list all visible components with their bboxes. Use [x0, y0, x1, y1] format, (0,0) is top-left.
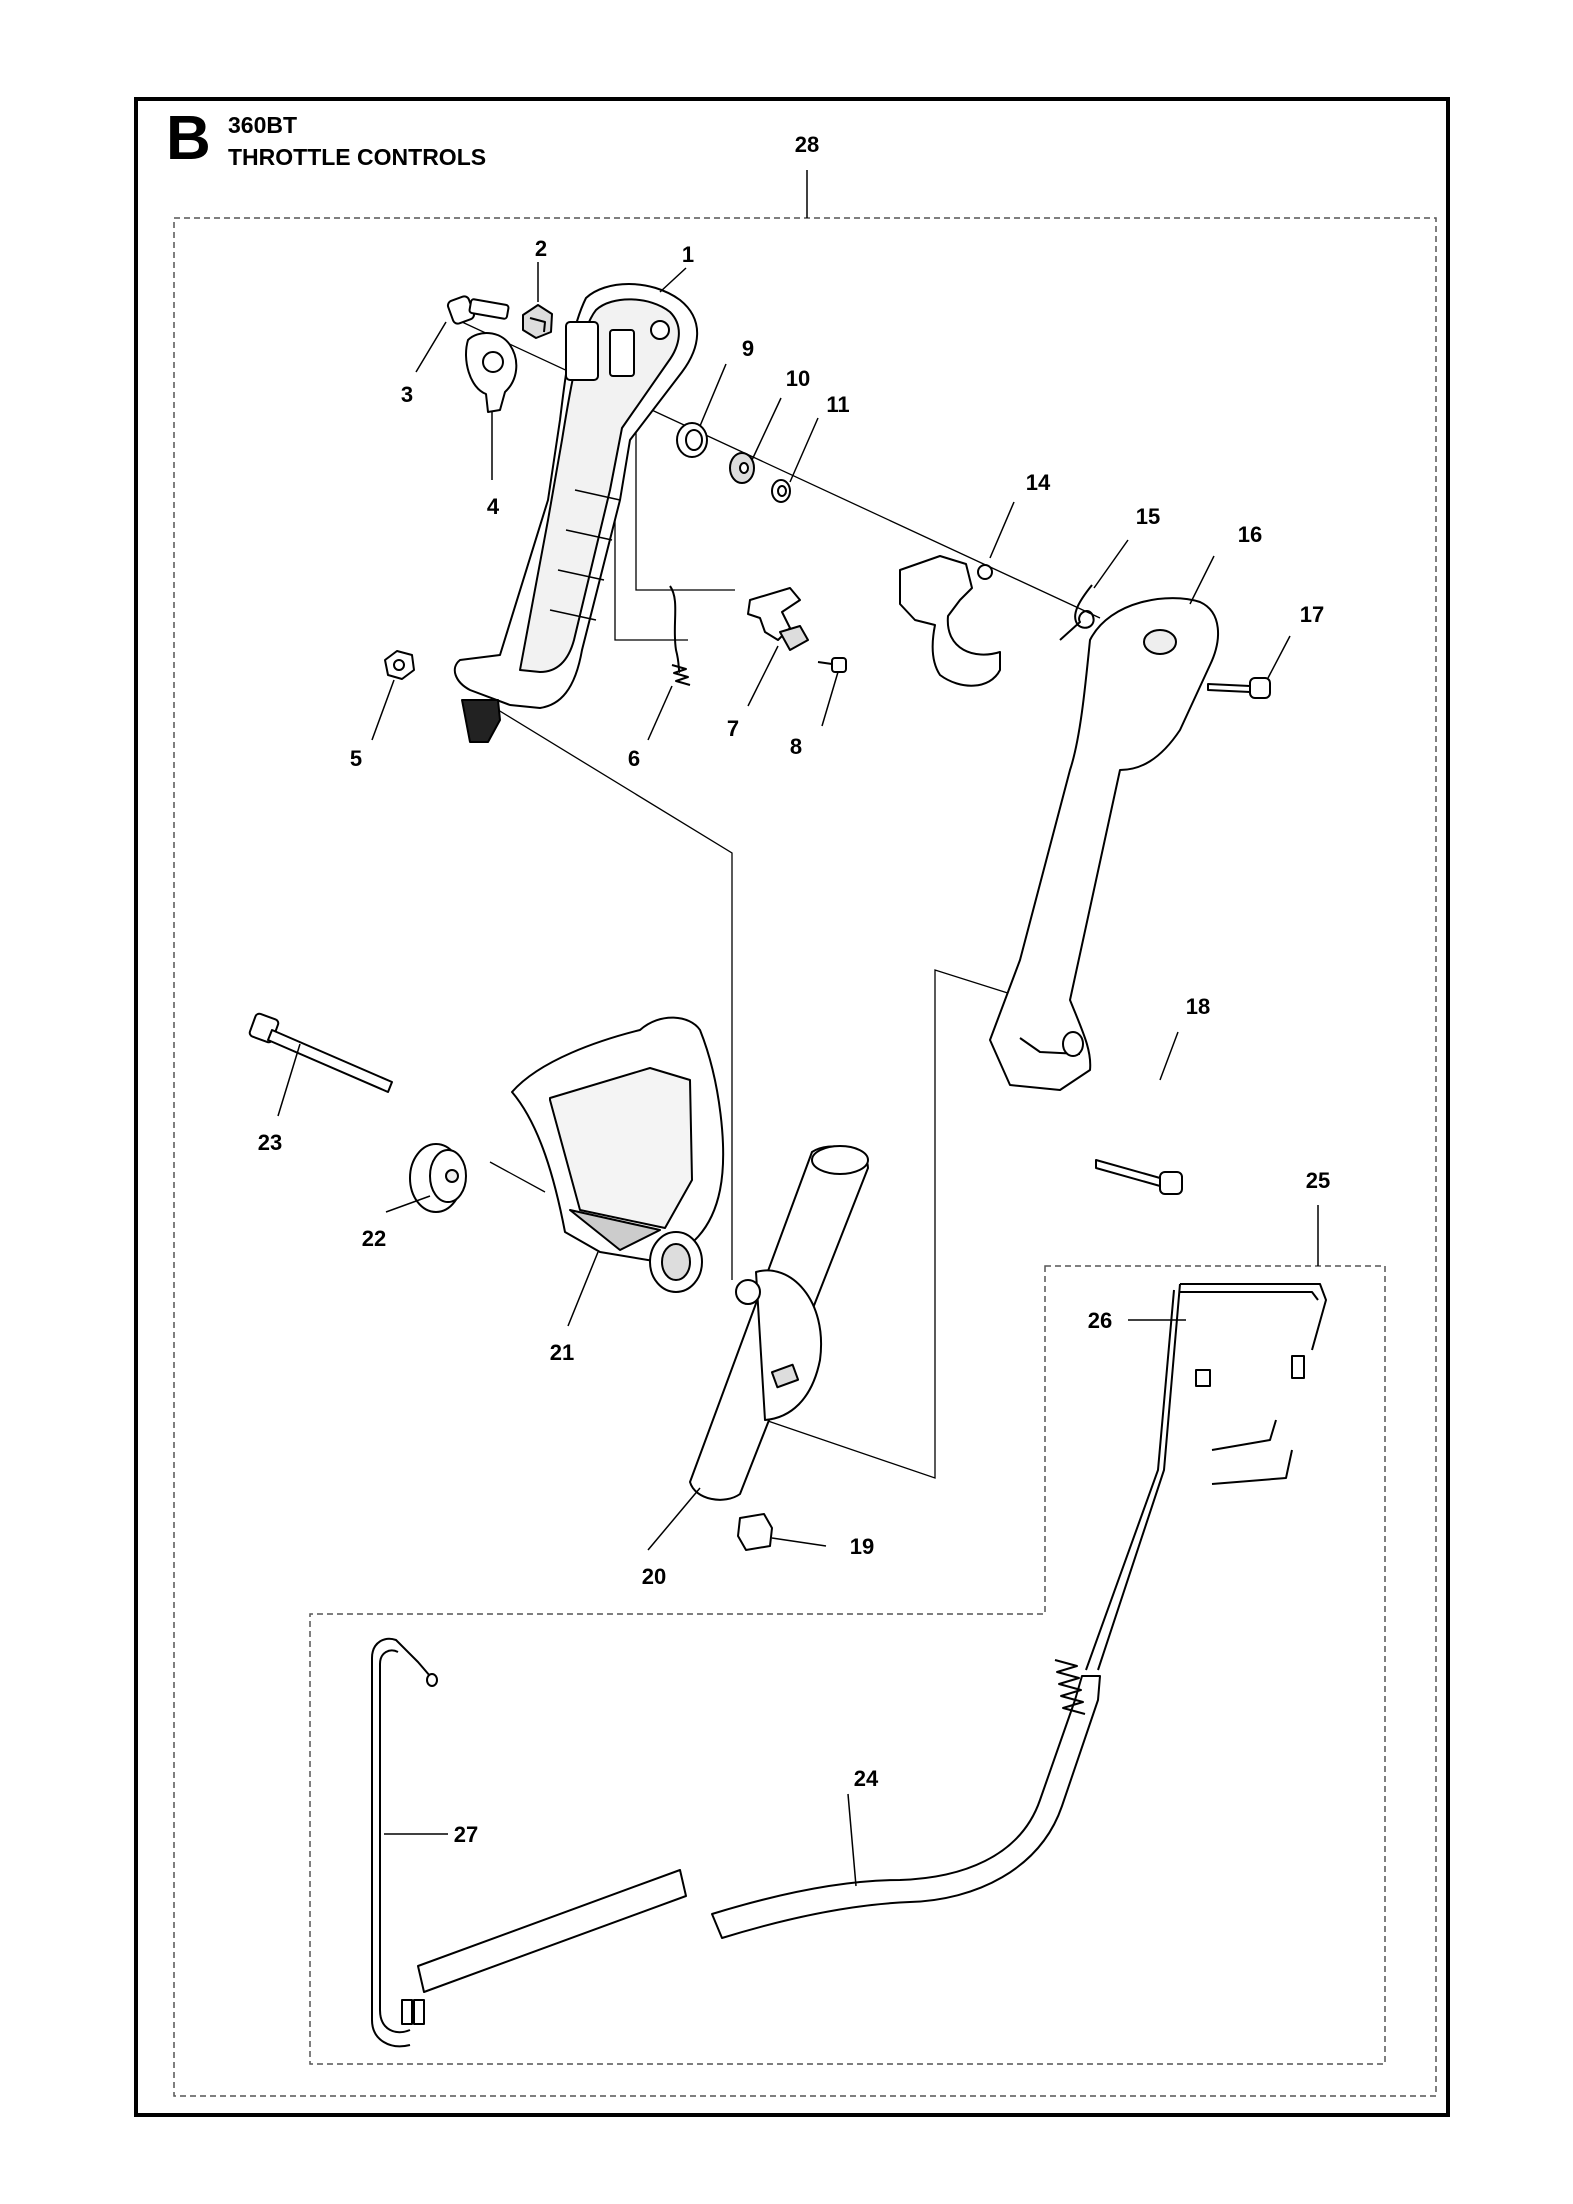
callout-15: 15 — [1136, 504, 1160, 529]
callout-leaders — [277, 262, 1291, 1887]
callout-1: 1 — [682, 242, 694, 267]
callout-19: 19 — [850, 1534, 874, 1559]
part-3-screw — [446, 295, 510, 325]
callout-10: 10 — [786, 366, 810, 391]
section-letter: B — [166, 104, 211, 173]
callout-18: 18 — [1186, 994, 1210, 1019]
part-22-knob — [409, 1143, 467, 1213]
callout-24: 24 — [854, 1766, 879, 1791]
part-17-screw-cover — [1207, 677, 1271, 699]
callout-23: 23 — [258, 1130, 282, 1155]
callout-6: 6 — [628, 746, 640, 771]
callout-20: 20 — [642, 1564, 666, 1589]
diagram-frame — [134, 97, 1450, 2117]
callout-14: 14 — [1026, 470, 1051, 495]
callout-4: 4 — [487, 494, 500, 519]
part-26-wire-harness — [1085, 1283, 1327, 1671]
part-20-handle-tube — [689, 1145, 869, 1501]
diagram-title: THROTTLE CONTROLS — [228, 144, 487, 170]
callout-16: 16 — [1238, 522, 1262, 547]
callout-8: 8 — [790, 734, 802, 759]
part-21-clamp-bracket — [511, 1016, 725, 1293]
part-8-screw-small — [817, 657, 847, 673]
callout-21: 21 — [550, 1340, 574, 1365]
group-25-box — [309, 1265, 1386, 2065]
part-15-torsion-spring — [1059, 584, 1095, 641]
callout-7: 7 — [727, 716, 739, 741]
part-2-nut-clip — [522, 304, 553, 339]
part-27-cable-wire — [371, 1637, 438, 2048]
part-7-switch — [747, 587, 809, 651]
callout-26: 26 — [1088, 1308, 1112, 1333]
callout-3: 3 — [401, 382, 413, 407]
callout-5: 5 — [350, 746, 362, 771]
callout-28: 28 — [795, 132, 819, 157]
callout-labels: 28 1 2 3 4 5 6 7 8 9 10 11 14 15 16 17 1… — [258, 132, 1330, 1847]
part-10-washer — [729, 452, 755, 484]
part-18-screw-base — [1095, 1159, 1183, 1195]
part-19-square-nut — [737, 1513, 773, 1551]
part-4-throttle-lockout — [465, 332, 518, 413]
part-24-throttle-cable — [417, 1659, 1101, 1993]
group-28-box — [173, 217, 1437, 2097]
part-5-nut — [384, 650, 415, 680]
part-16-handle-cover — [989, 597, 1220, 1091]
callout-25: 25 — [1306, 1168, 1330, 1193]
part-14-throttle-trigger — [899, 555, 1001, 687]
part-1-handle-housing — [453, 283, 699, 743]
callout-2: 2 — [535, 236, 547, 261]
part-23-long-bolt — [248, 1012, 393, 1093]
callout-9: 9 — [742, 336, 754, 361]
callout-22: 22 — [362, 1226, 386, 1251]
callout-27: 27 — [454, 1822, 478, 1847]
callout-17: 17 — [1300, 602, 1324, 627]
part-11-lock-washer — [771, 479, 791, 503]
model-name: 360BT — [228, 112, 298, 138]
part-9-bushing — [676, 422, 708, 458]
callout-11: 11 — [826, 392, 849, 417]
part-6-spring — [669, 585, 691, 686]
